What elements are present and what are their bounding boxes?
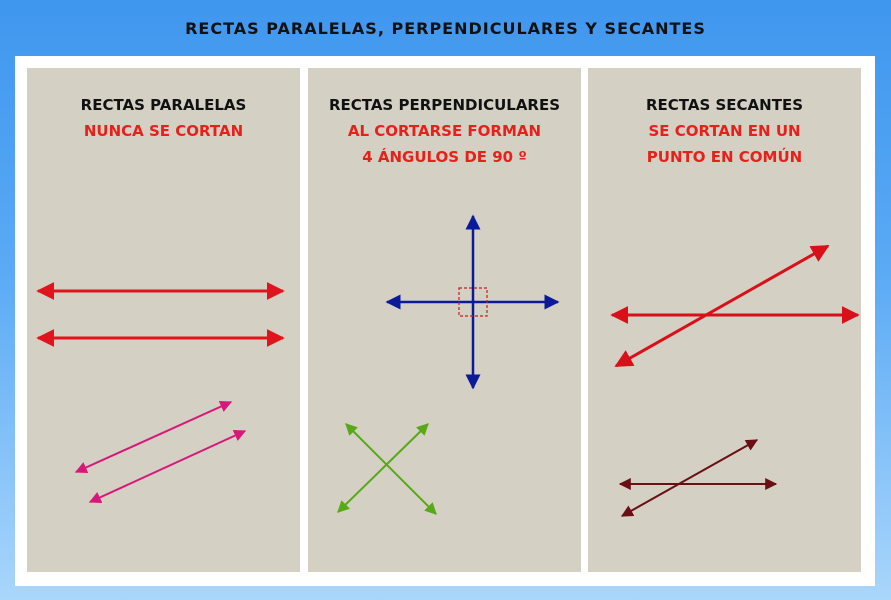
panel-heading: RECTAS SECANTES [645, 96, 803, 114]
right-angle-marker [458, 287, 488, 317]
panel-heading: RECTAS PARALELAS [80, 96, 247, 114]
panel-caption-line: SE CORTAN EN UN [648, 122, 801, 140]
secant-line-dark-diagonal [620, 439, 759, 517]
secant-line-diagonal [614, 244, 830, 368]
panel-caption-line: 4 ÁNGULOS DE 90 º [362, 148, 527, 166]
perpendicular-line-green-2 [345, 423, 437, 515]
parallel-line-pink-2 [88, 430, 247, 503]
page-title: RECTAS PARALELAS, PERPENDICULARES Y SECA… [185, 18, 706, 38]
panel-caption-line: NUNCA SE CORTAN [83, 122, 244, 140]
parallel-line-pink-1 [74, 400, 233, 474]
panel-heading: RECTAS PERPENDICULARES [328, 96, 561, 114]
perpendicular-line-green-1 [337, 423, 429, 513]
panel-caption-line: PUNTO EN COMÚN [646, 148, 803, 166]
panel-caption-line: AL CORTARSE FORMAN [347, 122, 542, 140]
